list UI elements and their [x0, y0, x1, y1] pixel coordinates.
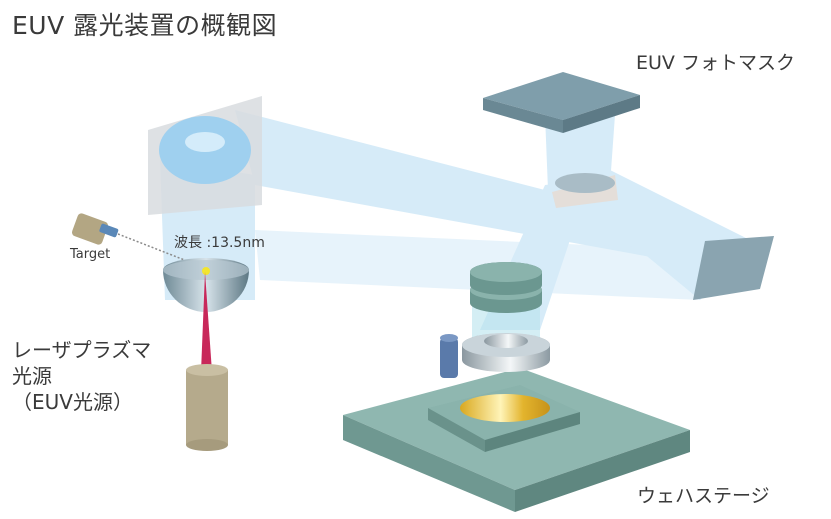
photomask-label: EUV フォトマスク: [636, 52, 795, 74]
wafer-stage-label: ウェハステージ: [637, 485, 770, 507]
sensor-cylinder: [440, 338, 458, 378]
laser-label-line2: 光源: [12, 364, 52, 388]
euv-photomask: [483, 72, 640, 133]
relay-mirror: [552, 173, 618, 208]
laser-beam: [201, 272, 212, 372]
target-label: Target: [70, 247, 111, 262]
wafer-stage: [343, 368, 690, 512]
projection-optics: [440, 262, 550, 378]
laser-label-line3: （EUV光源）: [12, 390, 133, 414]
diagram-title: EUV 露光装置の概観図: [12, 11, 278, 40]
right-mirror: [693, 236, 774, 300]
laser-plasma-source-label: レーザプラズマ 光源 （EUV光源）: [12, 337, 151, 415]
plasma-collector-bowl: [163, 258, 249, 312]
collector-mirror: [148, 96, 262, 215]
laser-label-line1: レーザプラズマ: [12, 338, 152, 362]
laser-source-cylinder: [186, 364, 228, 451]
wavelength-label: 波長 :13.5nm: [174, 235, 265, 251]
